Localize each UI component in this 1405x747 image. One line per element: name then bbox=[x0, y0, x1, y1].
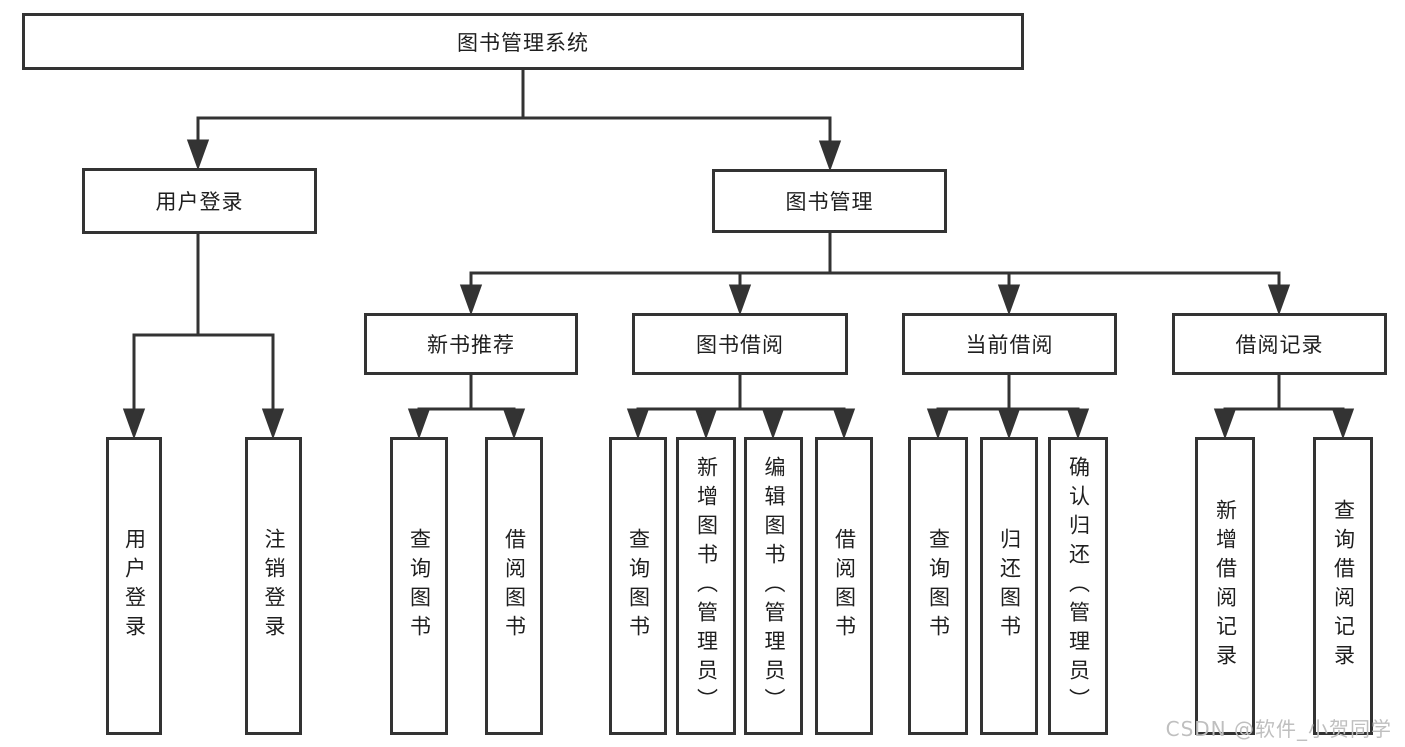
leaf-user-login-label: 用户登录 bbox=[122, 528, 147, 644]
leaf-current-query-book-label: 查询图书 bbox=[926, 528, 951, 644]
leaf-query-borrow-record: 查询借阅记录 bbox=[1313, 437, 1373, 735]
node-borrowing-records-label: 借阅记录 bbox=[1235, 333, 1324, 357]
leaf-query-borrow-record-label: 查询借阅记录 bbox=[1331, 499, 1356, 673]
leaf-recommend-borrow-book-label: 借阅图书 bbox=[502, 528, 527, 644]
leaf-current-return-book-label: 归还图书 bbox=[997, 528, 1022, 644]
node-user-login: 用户登录 bbox=[82, 168, 317, 234]
leaf-add-borrow-record-label: 新增借阅记录 bbox=[1213, 499, 1238, 673]
node-book-management-label: 图书管理 bbox=[785, 190, 874, 214]
leaf-current-return-book: 归还图书 bbox=[980, 437, 1038, 735]
leaf-borrowing-edit-book-label: 编辑图书（管理员） bbox=[762, 455, 786, 717]
node-book-management: 图书管理 bbox=[712, 169, 947, 233]
csdn-watermark: CSDN @软件_小贺同学 bbox=[1165, 717, 1392, 741]
node-current-borrowing-label: 当前借阅 bbox=[965, 333, 1054, 357]
node-new-book-recommend: 新书推荐 bbox=[364, 313, 578, 375]
node-root-label: 图书管理系统 bbox=[457, 30, 589, 55]
leaf-borrowing-query-book: 查询图书 bbox=[609, 437, 667, 735]
leaf-borrowing-query-book-label: 查询图书 bbox=[626, 528, 651, 644]
leaf-borrowing-borrow-book: 借阅图书 bbox=[815, 437, 873, 735]
leaf-borrowing-add-book: 新增图书（管理员） bbox=[676, 437, 736, 735]
leaf-recommend-query-book: 查询图书 bbox=[390, 437, 448, 735]
leaf-recommend-borrow-book: 借阅图书 bbox=[485, 437, 543, 735]
leaf-user-login: 用户登录 bbox=[106, 437, 162, 735]
leaf-recommend-query-book-label: 查询图书 bbox=[407, 528, 432, 644]
node-user-login-label: 用户登录 bbox=[155, 190, 244, 214]
leaf-add-borrow-record: 新增借阅记录 bbox=[1195, 437, 1255, 735]
leaf-logout: 注销登录 bbox=[245, 437, 302, 735]
node-borrowing-records: 借阅记录 bbox=[1172, 313, 1387, 375]
leaf-borrowing-borrow-book-label: 借阅图书 bbox=[832, 528, 857, 644]
leaf-current-confirm-return-label: 确认归还（管理员） bbox=[1066, 455, 1091, 717]
node-new-book-recommend-label: 新书推荐 bbox=[427, 333, 515, 357]
leaf-current-confirm-return: 确认归还（管理员） bbox=[1048, 437, 1108, 735]
leaf-borrowing-add-book-label: 新增图书（管理员） bbox=[694, 455, 719, 717]
node-current-borrowing: 当前借阅 bbox=[902, 313, 1117, 375]
node-root: 图书管理系统 bbox=[22, 13, 1024, 70]
leaf-borrowing-edit-book: 编辑图书（管理员） bbox=[744, 437, 803, 735]
leaf-current-query-book: 查询图书 bbox=[908, 437, 968, 735]
node-book-borrowing-label: 图书借阅 bbox=[696, 333, 784, 357]
leaf-logout-label: 注销登录 bbox=[262, 528, 286, 644]
node-book-borrowing: 图书借阅 bbox=[632, 313, 848, 375]
